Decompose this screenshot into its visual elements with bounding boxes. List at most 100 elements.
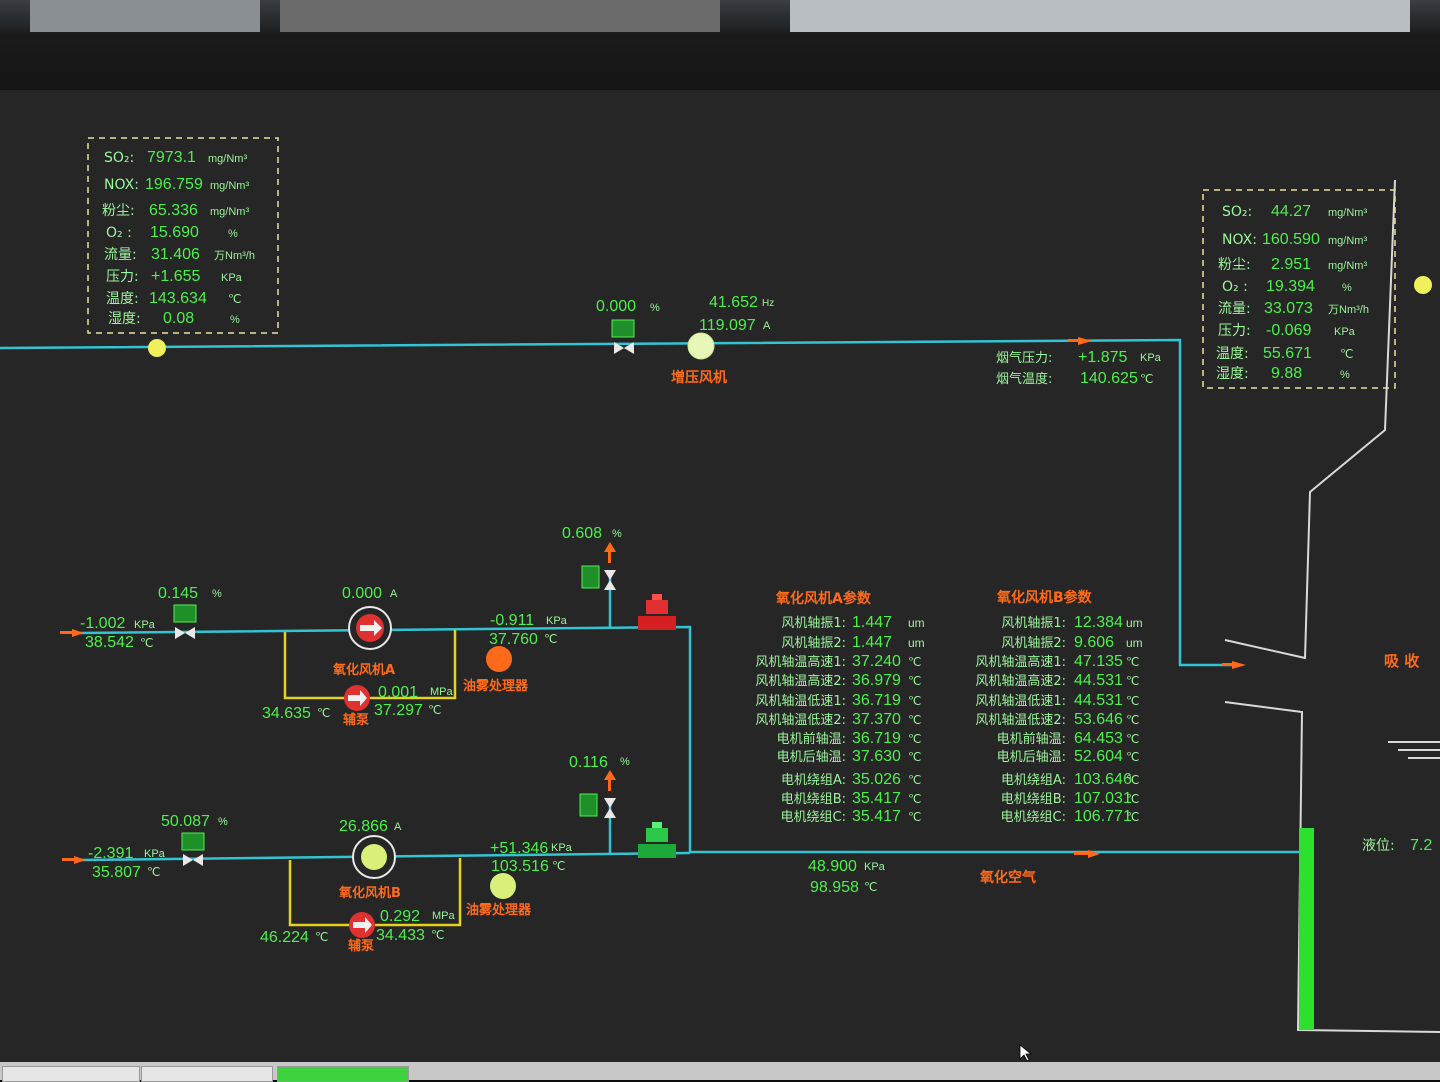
inlet-temp-value: 143.634 xyxy=(149,290,207,307)
inlet-dust-label: 粉尘: xyxy=(102,203,135,219)
param-row-unit: ℃ xyxy=(908,732,921,746)
fan-b-pump-temp: 34.433 xyxy=(376,927,425,944)
param-row-value: 44.531 xyxy=(1074,672,1123,689)
booster-fan-group: 0.000 % 41.652 Hz 119.097 A 增压风机 烟气压力: +… xyxy=(596,294,1162,387)
param-row-value: 35.026 xyxy=(852,771,901,788)
check-valve-a-icon[interactable] xyxy=(652,594,662,600)
booster-fan-label: 增压风机 xyxy=(671,369,727,386)
outlet-pressure-label: 压力: xyxy=(1218,323,1251,339)
fan-a-pump-label: 辅泵 xyxy=(343,712,369,728)
check-valve-b-icon[interactable] xyxy=(646,828,668,842)
tower-level-value: 7.2 xyxy=(1410,837,1432,854)
fan-a-inlet-temp-unit: ℃ xyxy=(140,636,153,650)
param-row-unit: ℃ xyxy=(908,655,921,669)
flow-arrow-icon xyxy=(62,858,75,861)
header-temp: 98.958 xyxy=(810,879,859,896)
inlet-dust-value: 65.336 xyxy=(149,202,198,219)
valve-icon[interactable] xyxy=(183,854,193,866)
valve-icon[interactable] xyxy=(604,580,616,590)
fan-b-pump-pressure: 0.292 xyxy=(380,908,420,925)
inlet-flow-unit: 万Nm³/h xyxy=(214,250,255,262)
valve-icon[interactable] xyxy=(614,342,624,354)
valve-icon[interactable] xyxy=(624,342,634,354)
fan-a-inlet-temp: 38.542 xyxy=(85,634,134,651)
fan-a-outlet-pressure: -0.911 xyxy=(490,612,534,629)
pump-b-icon[interactable] xyxy=(349,912,375,938)
check-valve-b-icon[interactable] xyxy=(638,844,676,858)
outlet-flow-value: 33.073 xyxy=(1264,300,1313,317)
mouse-cursor-icon xyxy=(1019,1044,1033,1062)
vent-a-damper-icon[interactable] xyxy=(581,565,600,589)
param-row-unit: um xyxy=(908,636,925,650)
pump-a-icon[interactable] xyxy=(344,685,370,711)
fan-a-damper-icon[interactable] xyxy=(173,604,197,623)
fan-b-label: 氧化风机B xyxy=(338,885,401,901)
check-valve-b[interactable] xyxy=(638,822,676,858)
fan-b-pump-label: 辅泵 xyxy=(348,938,374,954)
valve-icon[interactable] xyxy=(604,570,616,580)
flue-gas-pipe xyxy=(0,338,1235,667)
fan-a-current: 0.000 xyxy=(342,585,382,602)
outlet-dust-unit: mg/Nm³ xyxy=(1328,260,1367,272)
fan-b-loop-temp: 46.224 xyxy=(260,929,309,946)
outlet-nox-unit: mg/Nm³ xyxy=(1328,235,1367,247)
valve-icon[interactable] xyxy=(175,627,185,639)
tower-level-bar xyxy=(1299,828,1314,1030)
outlet-flow-label: 流量: xyxy=(1218,301,1251,317)
fan-b-current-unit: A xyxy=(394,821,402,833)
oxidation-air-label: 氧化空气 xyxy=(979,869,1036,886)
fan-a-inlet-pressure-unit: KPa xyxy=(134,619,156,631)
mist-eliminator-a-icon[interactable] xyxy=(486,646,512,672)
background-photo-strip xyxy=(280,0,720,32)
param-row-unit: ℃ xyxy=(908,810,921,824)
check-valve-a-icon[interactable] xyxy=(646,600,668,614)
param-row-value: 35.417 xyxy=(852,790,901,807)
flow-arrow-icon xyxy=(1232,661,1246,669)
booster-current: 119.097 xyxy=(699,317,756,334)
booster-damper-icon[interactable] xyxy=(611,319,635,338)
inlet-humid-label: 湿度: xyxy=(108,311,141,327)
booster-fan-icon[interactable] xyxy=(687,332,715,360)
param-row-unit: um xyxy=(1126,616,1143,630)
flow-arrow-icon xyxy=(1074,852,1089,855)
tower-wall-upper xyxy=(1224,179,1396,660)
param-row-value: 37.370 xyxy=(852,711,901,728)
valve-icon[interactable] xyxy=(604,798,616,808)
check-valve-a[interactable] xyxy=(638,594,676,630)
param-row-value: 36.719 xyxy=(852,692,901,709)
outlet-dust-value: 2.951 xyxy=(1271,256,1311,273)
valve-icon[interactable] xyxy=(193,854,203,866)
fan-a-icon[interactable] xyxy=(348,606,392,650)
inlet-nox-unit: mg/Nm³ xyxy=(210,180,249,192)
fan-b-outlet-temp: 103.516 xyxy=(491,858,549,875)
background-photo-strip xyxy=(30,0,260,32)
header-pressure: 48.900 xyxy=(808,858,857,875)
fan-a-inlet-pressure: -1.002 xyxy=(80,615,125,632)
param-row-label: 电机绕组A: xyxy=(1001,773,1066,788)
inlet-so2-unit: mg/Nm³ xyxy=(208,153,247,165)
param-row-label: 电机后轴温: xyxy=(997,750,1066,765)
fan-b-rotor-icon[interactable] xyxy=(361,844,387,870)
booster-freq: 41.652 xyxy=(709,294,758,311)
booster-current-unit: A xyxy=(763,320,771,332)
outlet-nox-label: NOX: xyxy=(1222,232,1257,248)
param-row-value: 1.447 xyxy=(852,614,892,631)
vent-b-damper-icon[interactable] xyxy=(579,793,598,817)
fan-b-outlet-pressure-unit: KPa xyxy=(551,842,573,854)
fan-b-icon[interactable] xyxy=(352,835,396,879)
header-temp-unit: ℃ xyxy=(864,880,877,894)
param-row-label: 风机轴温低速2: xyxy=(975,713,1066,728)
valve-icon[interactable] xyxy=(604,808,616,818)
mist-eliminator-b-icon[interactable] xyxy=(490,873,516,899)
param-row-unit: ℃ xyxy=(908,773,921,787)
inlet-flow-label: 流量: xyxy=(104,247,137,263)
outlet-o2-unit: % xyxy=(1342,282,1352,294)
valve-icon[interactable] xyxy=(185,627,195,639)
fan-a-vent-pct: 0.608 xyxy=(562,525,602,542)
inlet-dust-unit: mg/Nm³ xyxy=(210,206,249,218)
check-valve-a-icon[interactable] xyxy=(638,616,676,630)
param-row-value: 47.135 xyxy=(1074,653,1123,670)
param-row-value: 107.031 xyxy=(1074,790,1132,807)
fan-b-damper-icon[interactable] xyxy=(181,832,205,851)
check-valve-b-icon[interactable] xyxy=(652,822,662,828)
